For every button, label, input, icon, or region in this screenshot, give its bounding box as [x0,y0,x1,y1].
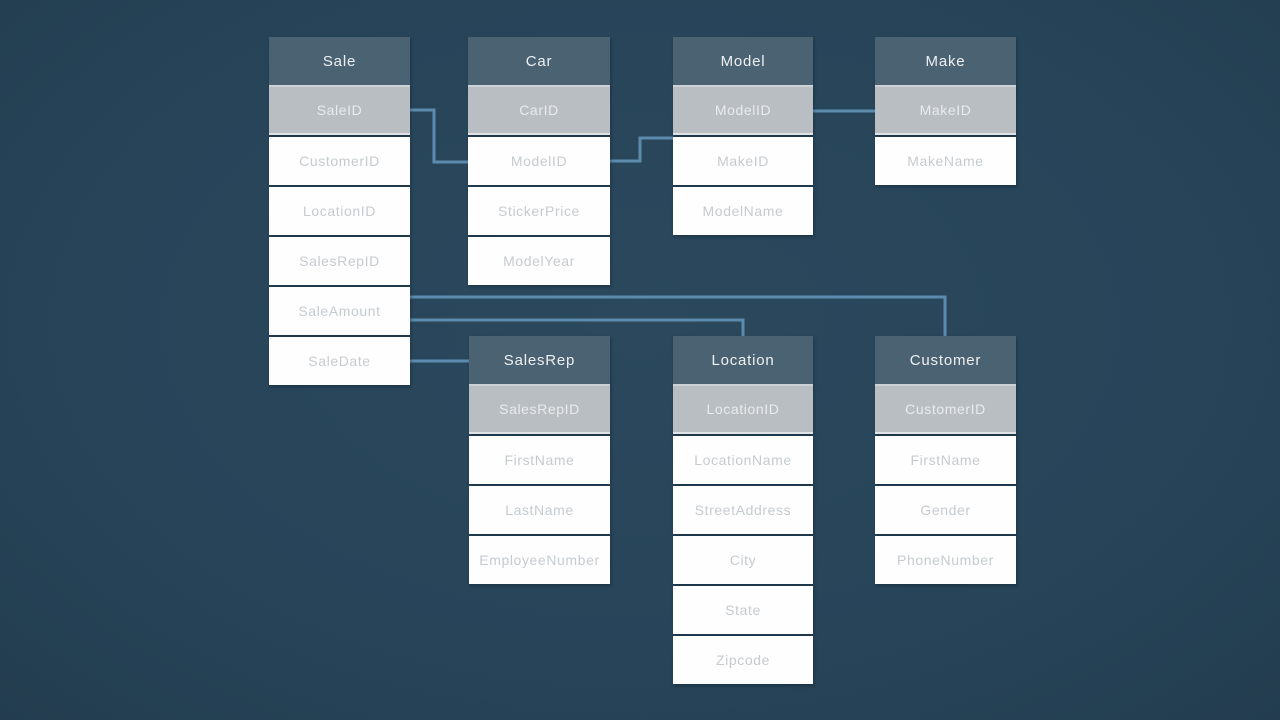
field-row-locationid: LocationID [269,187,410,235]
field-row-streetaddress: StreetAddress [673,486,813,534]
field-row-firstname: FirstName [875,436,1016,484]
field-row-salesrepid: SalesRepID [269,237,410,285]
field-row-employeenumber: EmployeeNumber [469,536,610,584]
field-row-customerid: CustomerID [269,137,410,185]
field-row-makeid: MakeID [673,137,813,185]
field-row-saleamount: SaleAmount [269,287,410,335]
key-field-row-modelid: ModelID [673,87,813,135]
field-row-modelyear: ModelYear [468,237,610,285]
key-field-row-customerid: CustomerID [875,386,1016,434]
table-title-model: Model [673,37,813,87]
field-row-lastname: LastName [469,486,610,534]
key-field-row-locationid: LocationID [673,386,813,434]
table-title-location: Location [673,336,813,386]
field-row-phonenumber: PhoneNumber [875,536,1016,584]
table-title-make: Make [875,37,1016,87]
field-row-modelid: ModelID [468,137,610,185]
field-row-city: City [673,536,813,584]
field-row-state: State [673,586,813,634]
table-title-sale: Sale [269,37,410,87]
field-row-zipcode: Zipcode [673,636,813,684]
table-title-salesrep: SalesRep [469,336,610,386]
field-row-modelname: ModelName [673,187,813,235]
field-row-firstname: FirstName [469,436,610,484]
table-title-car: Car [468,37,610,87]
field-row-makename: MakeName [875,137,1016,185]
key-field-row-salesrepid: SalesRepID [469,386,610,434]
key-field-row-carid: CarID [468,87,610,135]
field-row-gender: Gender [875,486,1016,534]
field-row-locationname: LocationName [673,436,813,484]
field-row-stickerprice: StickerPrice [468,187,610,235]
table-title-customer: Customer [875,336,1016,386]
key-field-row-saleid: SaleID [269,87,410,135]
key-field-row-makeid: MakeID [875,87,1016,135]
field-row-saledate: SaleDate [269,337,410,385]
